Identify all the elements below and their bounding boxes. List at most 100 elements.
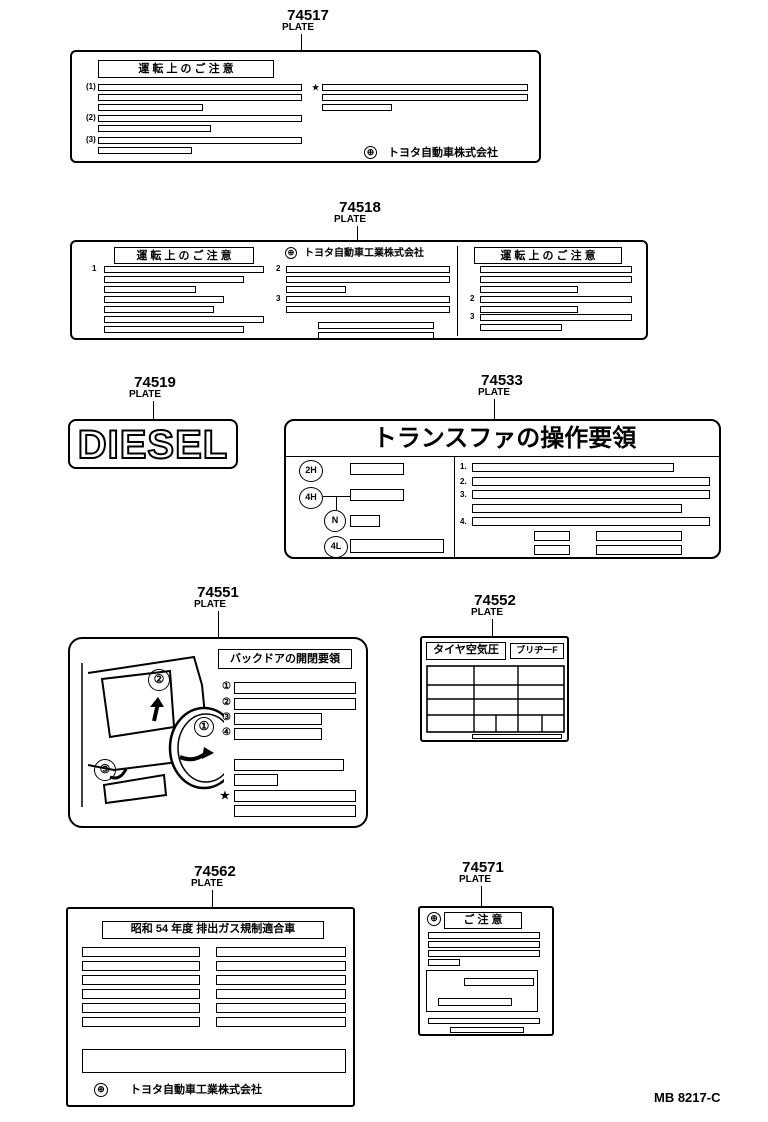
text-line-placeholder [596, 545, 682, 555]
text-line-placeholder [350, 539, 444, 553]
plate-74517: 運 転 上 の ご 注 意 (1) (2) (3) ★ ⊕ トヨタ自動車株式会社 [70, 50, 541, 163]
text-line-placeholder [234, 698, 356, 710]
divider [457, 246, 458, 336]
toyota-logo-icon: ⊕ [285, 247, 297, 259]
part-label-74518: PLATE [333, 214, 367, 225]
company-name: トヨタ自動車工業株式会社 [304, 248, 424, 259]
part-label-74519: PLATE [128, 389, 162, 400]
text-line-placeholder [350, 489, 404, 501]
part-number-74517: 74517 [287, 7, 329, 24]
plate-74519: DIESEL [68, 419, 238, 469]
marker: 3 [276, 294, 281, 303]
leader-line [494, 399, 495, 419]
plate-title: トランスファの操作要領 [372, 425, 637, 452]
text-line-placeholder [480, 296, 632, 303]
text-line-placeholder [216, 947, 346, 957]
step-marker: 1. [460, 462, 467, 471]
text-line-placeholder [480, 276, 632, 283]
part-number-74552: 74552 [474, 592, 516, 609]
text-line-placeholder [534, 531, 570, 541]
text-line-placeholder [286, 296, 450, 303]
part-label-74571: PLATE [458, 874, 492, 885]
step-marker: ④ [222, 727, 231, 738]
text-line-placeholder [216, 989, 346, 999]
plate-heading: タイヤ空気圧 [426, 642, 506, 660]
text-line-placeholder [82, 975, 200, 985]
text-line-placeholder [98, 125, 211, 132]
plate-heading: 昭和 54 年度 排出ガス規制適合車 [102, 921, 324, 939]
part-number-74519: 74519 [134, 374, 176, 391]
text-line-placeholder [216, 1003, 346, 1013]
diagram-step-1: ① [194, 717, 214, 737]
shift-position-n: N [324, 510, 346, 532]
text-line-placeholder [472, 734, 562, 739]
text-line-placeholder [98, 104, 203, 111]
text-line-placeholder [82, 1017, 200, 1027]
plate-74533: トランスファの操作要領 2H 4H N 4L 1. 2. 3. 4. [284, 419, 721, 559]
marker: 2 [276, 264, 281, 273]
text-line-placeholder [428, 941, 540, 948]
plate-heading: バックドアの開閉要領 [218, 649, 352, 669]
part-label-74517: PLATE [281, 22, 315, 33]
text-line-placeholder [350, 463, 404, 475]
text-line-placeholder [98, 115, 302, 122]
text-line-placeholder [318, 322, 434, 329]
diagram-step-3: ③ [94, 759, 116, 781]
text-line-placeholder [480, 314, 632, 321]
company-name: トヨタ自動車株式会社 [388, 147, 498, 159]
text-line-placeholder [286, 276, 450, 283]
marker: 3 [470, 312, 475, 321]
text-line-placeholder [98, 147, 192, 154]
text-line-placeholder [428, 950, 540, 957]
text-line-placeholder [480, 306, 578, 313]
text-line-placeholder [286, 306, 450, 313]
leader-line [357, 226, 358, 240]
text-line-placeholder [596, 531, 682, 541]
part-number-74518: 74518 [339, 199, 381, 216]
text-line-placeholder [438, 998, 512, 1006]
text-line-placeholder [472, 463, 674, 472]
text-line-placeholder [234, 728, 322, 740]
part-label-74533: PLATE [477, 387, 511, 398]
part-number-74551: 74551 [197, 584, 239, 601]
text-line-placeholder [472, 517, 710, 526]
text-line-placeholder [98, 137, 302, 144]
step-marker: ① [222, 681, 231, 692]
step-marker: 3. [460, 490, 467, 499]
text-line-placeholder [322, 94, 528, 101]
step-marker: 4. [460, 517, 467, 526]
text-line-placeholder [216, 961, 346, 971]
text-line-placeholder [450, 1027, 524, 1033]
text-line-placeholder [286, 266, 450, 273]
text-line-placeholder [428, 959, 460, 966]
part-number-74562: 74562 [194, 863, 236, 880]
plate-heading-right: 運 転 上 の ご 注 意 [474, 247, 622, 264]
plate-heading: ご 注 意 [444, 912, 522, 929]
plate-74571: ⊕ ご 注 意 [418, 906, 554, 1036]
step-marker: ★ [220, 790, 230, 802]
shift-position-2h: 2H [299, 460, 323, 482]
plate-heading-left: 運 転 上 の ご 注 意 [114, 247, 254, 264]
text-line-placeholder [480, 286, 578, 293]
leader-line [492, 619, 493, 636]
text-line-placeholder [234, 805, 356, 817]
plate-74551: バックドアの開閉要領 ② ① ③ ① ② ③ ④ ★ [68, 637, 368, 828]
part-label-74551: PLATE [193, 599, 227, 610]
text-line-placeholder [98, 94, 302, 101]
marker: 2 [470, 294, 475, 303]
toyota-logo-icon: ⊕ [364, 146, 377, 159]
text-line-placeholder [480, 266, 632, 273]
text-line-placeholder [82, 947, 200, 957]
part-number-74571: 74571 [462, 859, 504, 876]
text-line-placeholder [428, 932, 540, 939]
text-line-placeholder [480, 324, 562, 331]
diagram-step-2: ② [148, 669, 170, 691]
text-line-placeholder [428, 1018, 540, 1024]
company-name: トヨタ自動車工業株式会社 [130, 1084, 262, 1096]
marker: (2) [86, 113, 96, 122]
text-line-placeholder [104, 326, 244, 333]
text-line-placeholder [82, 989, 200, 999]
plate-74518: 運 転 上 の ご 注 意 ⊕ トヨタ自動車工業株式会社 運 転 上 の ご 注… [70, 240, 648, 340]
marker: 1 [92, 264, 97, 273]
leader-line [153, 401, 154, 419]
